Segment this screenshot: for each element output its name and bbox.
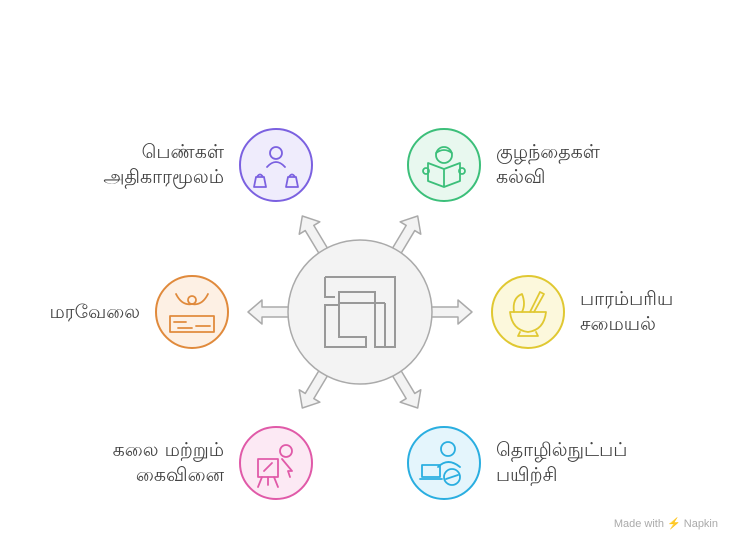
label-line1: குழந்தைகள்	[496, 141, 600, 163]
label-line1: பெண்கள்	[141, 141, 224, 163]
label-line1: கலை மற்றும்	[112, 439, 224, 461]
laptop-user-icon	[419, 441, 461, 486]
node-circle	[239, 128, 313, 202]
easel-artist-icon	[257, 444, 293, 488]
label-line2: சமையல்	[580, 313, 656, 335]
center-circle	[287, 239, 433, 385]
child-reading-icon	[422, 146, 466, 188]
node-circle	[407, 128, 481, 202]
node-label-woodwork: மரவேலை	[49, 300, 140, 325]
node-woodwork	[155, 275, 229, 349]
label-line2: பயிற்சி	[496, 464, 558, 486]
node-label-cooking: பாரம்பரிய சமையல்	[580, 287, 673, 337]
label-line2: அதிகாரமூலம்	[103, 166, 224, 188]
label-line1: தொழில்நுட்பப்	[496, 439, 628, 461]
made-with-napkin[interactable]: Made with ⚡ Napkin	[613, 518, 718, 530]
mortar-herbs-icon	[509, 291, 547, 337]
node-women	[239, 128, 313, 202]
node-circle	[239, 426, 313, 500]
node-cooking	[491, 275, 565, 349]
women-empowerment-icon	[253, 146, 299, 188]
label-line1: மரவேலை	[49, 300, 140, 323]
node-children	[407, 128, 481, 202]
label-line1: பாரம்பரிய	[580, 288, 674, 310]
saw-wood-icon	[169, 293, 215, 333]
node-label-tech: தொழில்நுட்பப் பயிற்சி	[496, 438, 627, 488]
label-line2: கைவினை	[135, 464, 224, 486]
node-circle	[155, 275, 229, 349]
node-label-women: பெண்கள் அதிகாரமூலம்	[103, 140, 224, 190]
node-arts	[239, 426, 313, 500]
maze-icon	[324, 276, 396, 348]
node-label-children: குழந்தைகள் கல்வி	[496, 140, 600, 190]
label-line2: கல்வி	[496, 166, 546, 188]
node-tech	[407, 426, 481, 500]
node-label-arts: கலை மற்றும் கைவினை	[113, 438, 224, 488]
